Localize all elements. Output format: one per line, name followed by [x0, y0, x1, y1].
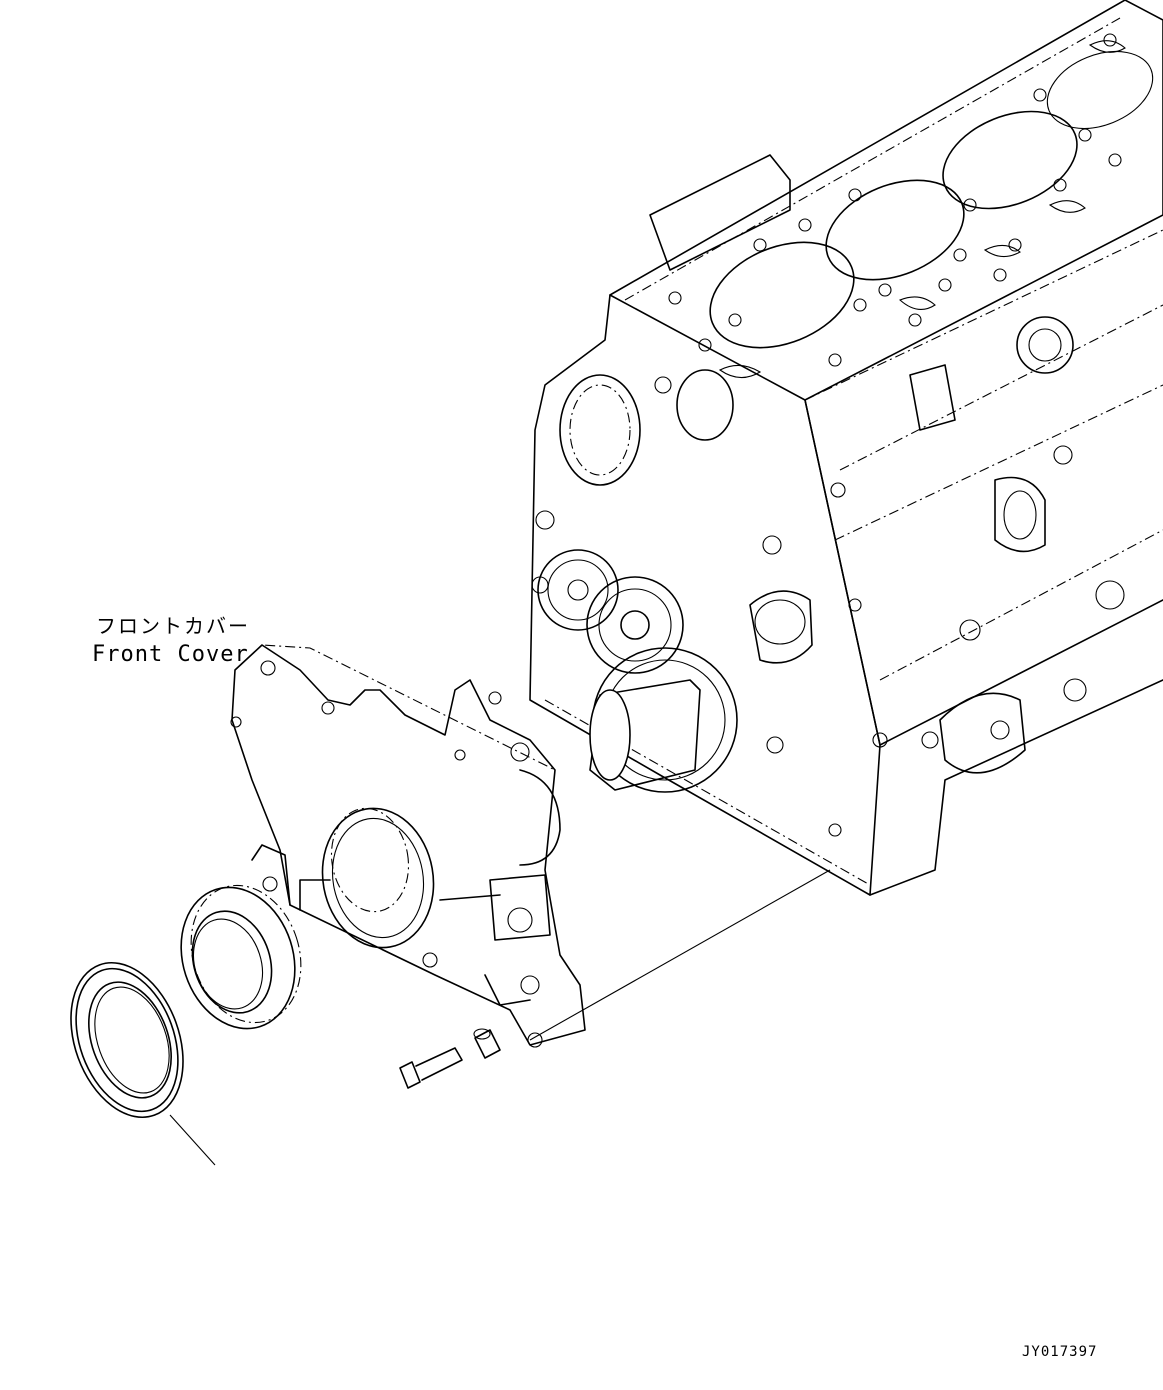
callout-label-english: Front Cover	[92, 642, 249, 667]
engine-block	[529, 0, 1163, 896]
oil-seal-outer	[70, 961, 184, 1119]
oil-seal-inner	[180, 884, 302, 1030]
dowel-pin	[473, 1028, 501, 1059]
drawing-code: JY017397	[1022, 1344, 1098, 1360]
front-cover	[230, 644, 586, 1048]
callout-leader	[169, 1114, 216, 1166]
mounting-bolt	[399, 1047, 463, 1089]
assembly-line	[529, 869, 831, 1041]
callout-label-japanese: フロントカバー	[96, 614, 250, 638]
